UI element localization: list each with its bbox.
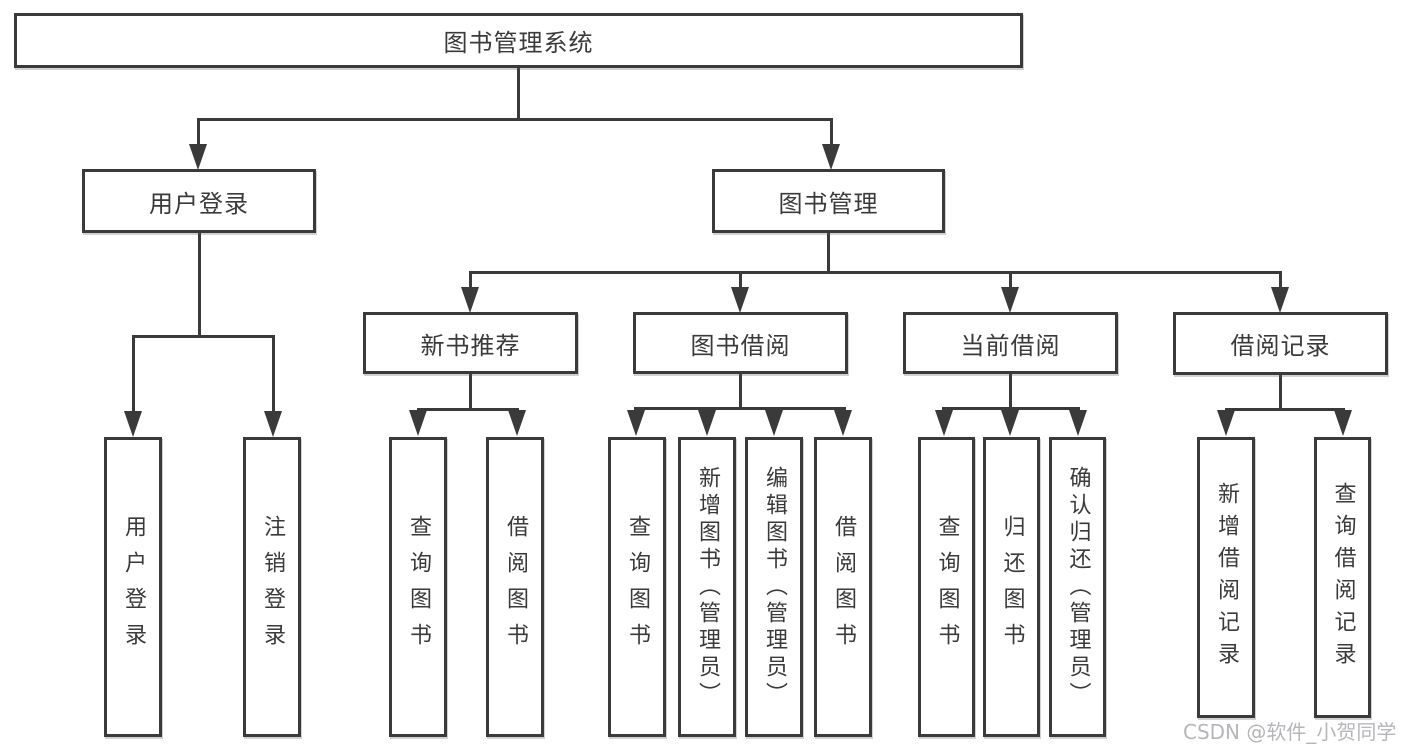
connector-line-vertical [739,271,742,295]
connector-line-vertical [1009,271,1012,295]
arrowhead-down-icon [731,287,749,313]
connector-line-vertical [469,271,472,295]
connector-line-vertical [1279,271,1282,295]
node-current-borrowing-label: 当前借阅 [960,331,1061,360]
node-library-management-system: 图书管理系统 [14,13,1023,68]
connector-line-vertical [469,374,472,411]
connector-line-horizontal [132,335,275,338]
arrowhead-down-icon [627,410,645,436]
arrowhead-down-icon [698,410,716,436]
arrowhead-down-icon [264,411,282,437]
node-library-management-system-label: 图书管理系统 [443,29,594,57]
connector-line-horizontal [197,118,833,121]
connector-line-vertical [827,233,830,274]
connector-line-vertical [517,68,520,121]
connector-line-vertical [1009,374,1012,410]
leaf-return-books: 归还图书 [983,437,1040,737]
arrowhead-down-icon [409,410,427,436]
connector-line-horizontal [1225,408,1345,411]
connector-line-vertical [132,335,135,419]
leaf-logout-login: 注销登录 [243,437,301,737]
leaf-confirm-return-admin-label: 确认归还（管理员） [1065,465,1091,709]
connector-line-vertical [739,374,742,410]
node-book-borrowing-label: 图书借阅 [690,331,791,360]
leaf-query-books-3-label: 查询图书 [934,515,960,659]
leaf-user-login-label: 用户登录 [121,515,146,659]
leaf-query-borrow-record-label: 查询借阅记录 [1330,481,1356,674]
node-borrowing-records-label: 借阅记录 [1230,332,1331,360]
node-user-login-branch-label: 用户登录 [149,189,249,218]
node-book-management: 图书管理 [712,169,945,233]
leaf-query-books-2-label: 查询图书 [625,515,650,659]
arrowhead-down-icon [1001,287,1019,313]
arrowhead-down-icon [822,144,840,170]
arrowhead-down-icon [834,410,852,436]
leaf-logout-login-label: 注销登录 [260,515,285,659]
leaf-borrow-books-2: 借阅图书 [814,437,872,737]
leaf-query-books-3: 查询图书 [918,437,975,737]
connector-line-vertical [198,233,201,337]
node-current-borrowing: 当前借阅 [903,312,1118,374]
leaf-add-book-admin: 新增图书（管理员） [678,437,736,737]
leaf-query-books-1: 查询图书 [389,437,447,737]
connector-line-vertical [1279,375,1282,411]
arrowhead-down-icon [1069,410,1087,436]
arrowhead-down-icon [1334,410,1352,436]
node-new-book-recommendation-label: 新书推荐 [420,331,521,360]
arrowhead-down-icon [124,411,142,437]
arrowhead-down-icon [765,410,783,436]
leaf-add-book-admin-label: 新增图书（管理员） [695,465,720,709]
connector-line-vertical [272,335,275,419]
node-new-book-recommendation: 新书推荐 [363,312,578,374]
arrowhead-down-icon [1217,410,1235,436]
connector-line-vertical [830,118,833,148]
leaf-query-books-1-label: 查询图书 [406,515,431,659]
leaf-borrow-books-2-label: 借阅图书 [831,515,856,659]
arrowhead-down-icon [508,410,526,436]
leaf-add-borrow-record: 新增借阅记录 [1197,437,1255,718]
connector-line-horizontal [634,407,846,410]
leaf-user-login: 用户登录 [104,437,162,737]
leaf-edit-book-admin-label: 编辑图书（管理员） [762,465,787,709]
arrowhead-down-icon [1001,410,1019,436]
node-book-borrowing: 图书借阅 [633,312,848,374]
leaf-return-books-label: 归还图书 [999,515,1025,659]
arrowhead-down-icon [935,410,953,436]
leaf-edit-book-admin: 编辑图书（管理员） [745,437,803,737]
connector-line-horizontal [417,408,519,411]
leaf-query-books-2: 查询图书 [608,437,666,737]
connector-line-vertical [197,118,200,148]
leaf-borrow-books-1: 借阅图书 [486,437,544,737]
watermark: CSDN @软件_小贺同学 [1183,720,1397,744]
arrowhead-down-icon [189,144,207,170]
leaf-borrow-books-1-label: 借阅图书 [503,515,528,659]
connector-line-horizontal [942,407,1080,410]
arrowhead-down-icon [1271,287,1289,313]
arrowhead-down-icon [461,287,479,313]
leaf-add-borrow-record-label: 新增借阅记录 [1214,481,1239,674]
node-book-management-label: 图书管理 [778,189,879,218]
connector-line-horizontal [469,271,1282,274]
node-user-login-branch: 用户登录 [82,169,316,233]
node-borrowing-records: 借阅记录 [1173,312,1388,375]
leaf-confirm-return-admin: 确认归还（管理员） [1049,437,1106,737]
leaf-query-borrow-record: 查询借阅记录 [1314,437,1371,718]
